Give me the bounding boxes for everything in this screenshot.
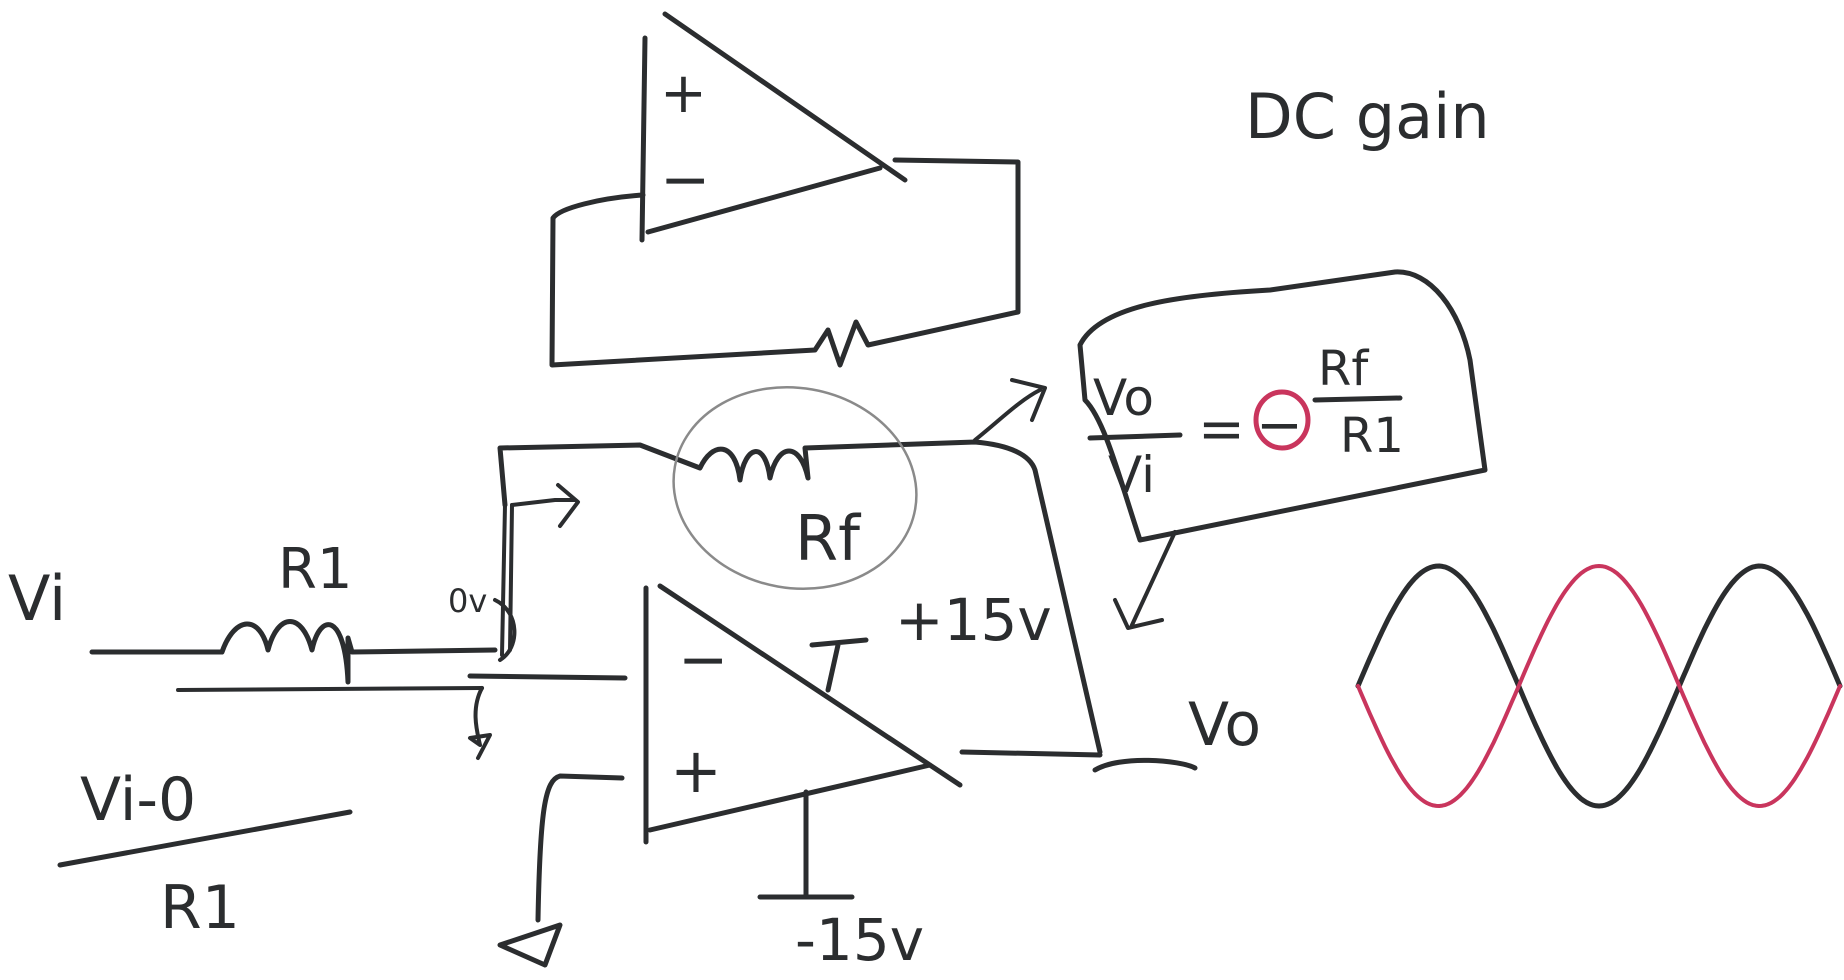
main-op-amp-triangle <box>643 583 963 845</box>
r1-resistor <box>89 619 498 685</box>
top-op-amp-feedback-loop <box>549 157 1021 368</box>
rf-highlight-circle <box>672 386 918 590</box>
vo-label: Vo <box>1188 690 1261 760</box>
negative-supply-pin <box>757 789 855 900</box>
rf-callout-arrow <box>973 378 1047 442</box>
main-op-amp-minus-sign: − <box>678 625 728 695</box>
virtual-ground-node <box>468 503 517 760</box>
current-fraction-bar <box>57 809 353 868</box>
gain-rhs-numerator: Rf <box>1318 341 1369 397</box>
ground-symbol <box>497 922 563 968</box>
top-op-amp-triangle <box>639 11 908 243</box>
r1-label: R1 <box>278 537 353 602</box>
current-denominator: R1 <box>160 873 240 943</box>
feedback-path: Rf <box>497 378 1103 755</box>
waveform-sketch <box>1355 563 1843 809</box>
zero-volt-label: 0v <box>448 582 487 620</box>
input-wire-lower <box>176 686 484 692</box>
gain-rhs-fraction-bar <box>1312 395 1403 403</box>
gain-rhs-denominator: R1 <box>1340 408 1404 464</box>
dc-gain-note: DC gain <box>1245 80 1490 153</box>
positive-supply-label: +15v <box>895 586 1052 654</box>
rf-resistor <box>497 439 1103 755</box>
input-network: Vi R1 0v <box>8 483 628 760</box>
top-op-amp-minus-sign: − <box>660 145 710 215</box>
current-numerator: Vi-0 <box>80 765 196 835</box>
rf-label: Rf <box>795 502 862 575</box>
current-direction-arrow <box>510 483 580 528</box>
vi-label: Vi <box>8 562 66 635</box>
gain-equals-sign: = <box>1198 397 1245 462</box>
formula-pointer-arrow <box>1113 530 1177 630</box>
gain-lhs-denominator: Vi <box>1108 446 1155 504</box>
negative-sign-highlight-circle <box>1253 389 1311 451</box>
top-op-amp: + − <box>549 11 1021 368</box>
formula-speech-bubble <box>1077 269 1488 543</box>
inverting-input-wire <box>467 673 628 681</box>
current-formula: Vi-0 R1 <box>57 765 353 943</box>
top-op-amp-plus-sign: + <box>660 61 707 126</box>
gain-lhs-numerator: Vo <box>1093 369 1154 427</box>
main-op-amp-plus-sign: + <box>670 734 722 807</box>
output-node: Vo <box>959 690 1261 773</box>
gain-lhs-fraction-bar <box>1087 432 1183 441</box>
non-inverting-input-wire <box>535 773 625 923</box>
output-wire <box>959 749 1198 773</box>
ground-connection <box>497 773 625 968</box>
main-op-amp: − + <box>643 583 963 900</box>
input-waveform <box>1355 563 1843 809</box>
positive-supply-pin <box>809 637 869 693</box>
negative-supply-label: -15v <box>795 906 924 974</box>
gain-formula-callout: Vo Vi = − Rf R1 <box>1077 269 1488 630</box>
output-waveform <box>1356 564 1842 808</box>
